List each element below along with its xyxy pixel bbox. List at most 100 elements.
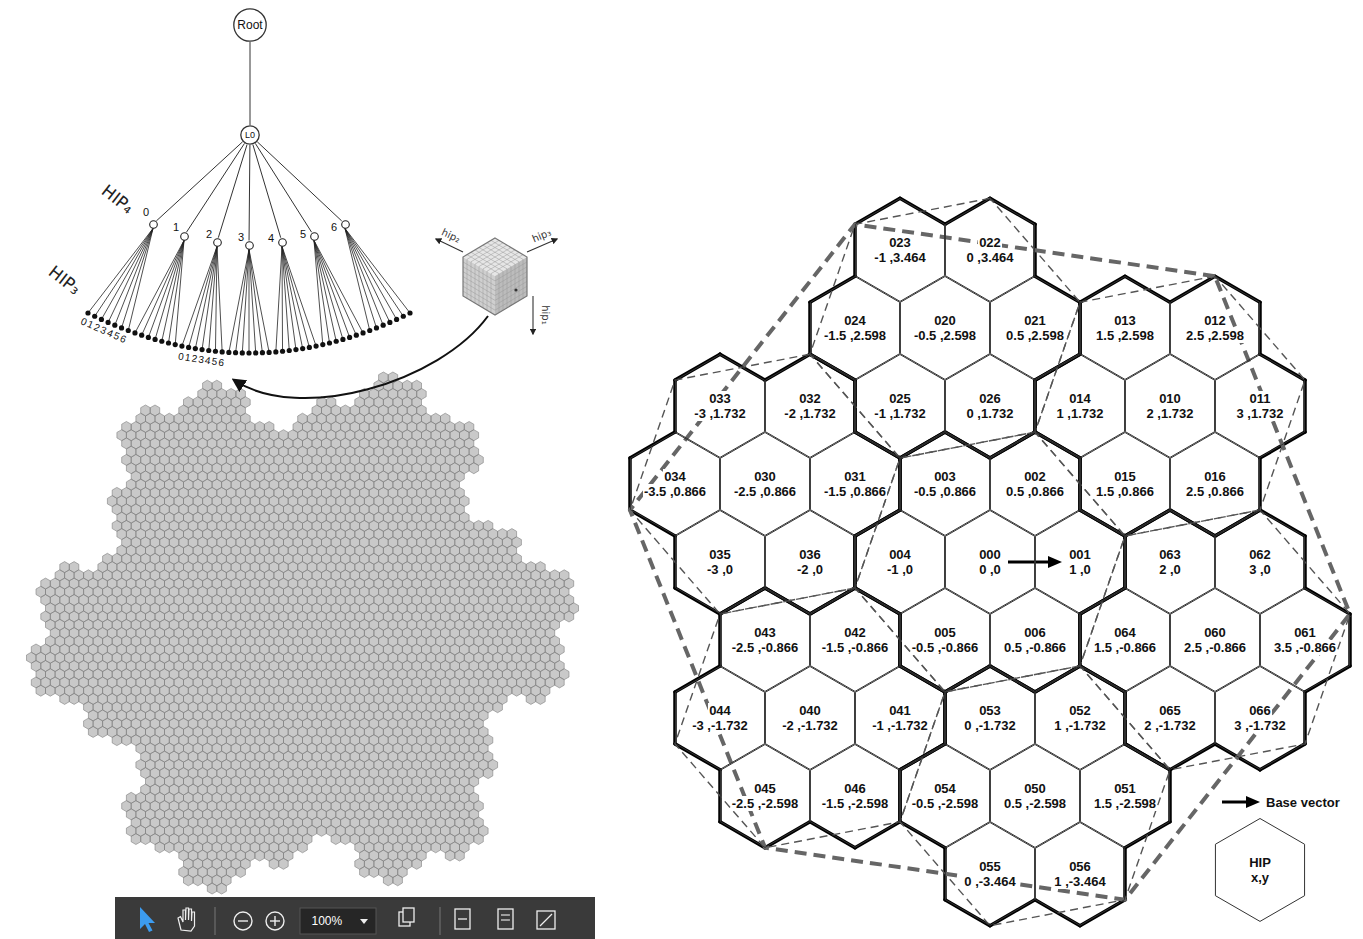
hex-cell: 054-0.5 ,-2.598 xyxy=(900,744,990,848)
cube-grid-line xyxy=(483,250,515,269)
base-vector-head xyxy=(1048,556,1062,568)
leaf-dot xyxy=(347,335,352,340)
hip-address: 020 xyxy=(933,313,957,328)
leaf-dot xyxy=(360,330,365,335)
leaf-dot xyxy=(273,349,278,354)
cube-grid-line xyxy=(495,286,527,305)
leaf-dot xyxy=(166,340,171,345)
fan-line xyxy=(195,247,217,349)
hip-address: 003 xyxy=(933,469,957,484)
leaf-dot xyxy=(246,350,251,355)
hip-address: 046 xyxy=(843,781,867,796)
node-outline xyxy=(341,220,350,229)
hip-coordinates: 3.5 ,-0.866 xyxy=(1273,640,1337,655)
fan-line xyxy=(128,229,153,331)
node-outline xyxy=(278,238,287,247)
hex-outline xyxy=(855,199,944,302)
page-icon xyxy=(501,919,510,920)
hip-coordinates: 1 ,1.732 xyxy=(1056,406,1105,421)
hip-coordinates: 1 ,-3.464 xyxy=(1053,874,1106,889)
child-number: 3 xyxy=(238,232,244,243)
hip-address: 040 xyxy=(798,703,822,718)
hex-outline xyxy=(765,666,854,769)
leaf-dot xyxy=(85,310,90,315)
hex-outline xyxy=(900,433,989,536)
hip-coordinates: -3.5 ,0.866 xyxy=(643,484,707,499)
cube-grid-line xyxy=(495,291,527,310)
hex-cell: 005-0.5 ,-0.866 xyxy=(900,588,990,692)
hex-outline xyxy=(1080,277,1169,380)
hex-outline xyxy=(765,355,854,458)
fan-line xyxy=(345,229,376,328)
hex-cell: 003-0.5 ,0.866 xyxy=(900,432,990,536)
hex-outline xyxy=(720,433,809,536)
digit-row: 0123456 xyxy=(79,316,129,345)
leaf-dot xyxy=(132,330,137,335)
hex-outline xyxy=(855,355,944,458)
child-number: 2 xyxy=(206,229,212,240)
hex-cell: 043-2.5 ,-0.866 xyxy=(720,588,810,692)
hex-cell: 030-2.5 ,0.866 xyxy=(720,432,810,536)
fan-line xyxy=(217,247,222,352)
hip-address: 006 xyxy=(1023,625,1047,640)
cube-grid-line xyxy=(463,286,495,305)
hip-address: 026 xyxy=(978,391,1002,406)
fan-line xyxy=(314,241,350,338)
tree-edge xyxy=(257,142,341,221)
tree-edge-line xyxy=(156,142,242,221)
leaf-dot xyxy=(106,320,111,325)
hex-cell: 0632 ,0 xyxy=(1125,510,1215,614)
hip-coordinates: -2.5 ,-2.598 xyxy=(731,796,800,811)
hip-address: 021 xyxy=(1023,313,1047,328)
tree-edge xyxy=(253,145,281,238)
fan-line xyxy=(88,229,153,314)
cube-grid-line xyxy=(479,248,511,267)
leaf-dot xyxy=(313,343,318,348)
leaf-dot xyxy=(233,350,238,355)
leaf-dot xyxy=(401,314,406,319)
hip-address: 012 xyxy=(1203,313,1227,328)
hip-address: 025 xyxy=(888,391,912,406)
tree-edge-line xyxy=(218,145,247,238)
hip-address: 043 xyxy=(753,625,777,640)
hex-outline xyxy=(720,744,809,847)
hex-cell: 020-0.5 ,2.598 xyxy=(900,276,990,380)
fan-line xyxy=(229,250,249,353)
hex-cell: 0521 ,-1.732 xyxy=(1035,666,1125,770)
hex-outline xyxy=(990,744,1079,847)
hip-coordinates: 0 ,3.464 xyxy=(966,250,1015,265)
cube-grid-line xyxy=(483,269,484,308)
fan-line xyxy=(101,229,153,320)
hip-address: 034 xyxy=(663,469,687,484)
dashed-hexagon xyxy=(1080,510,1350,770)
cursor-icon xyxy=(140,907,155,932)
hip-coordinates: -0.5 ,-0.866 xyxy=(911,640,980,655)
hip-address: 065 xyxy=(1158,703,1182,718)
cube-grid-line xyxy=(463,291,495,310)
leaf-dot xyxy=(287,348,292,353)
node-outline xyxy=(310,232,319,241)
cube-grid-line xyxy=(495,277,527,296)
hip-coordinates: 2 ,-1.732 xyxy=(1143,718,1196,733)
leaf-dot xyxy=(199,347,204,352)
hex-outline xyxy=(1260,588,1349,691)
hip-coordinates: -1 ,0 xyxy=(886,562,914,577)
hex-cell: 034-3.5 ,0.866 xyxy=(630,432,720,536)
leaf-dot xyxy=(226,350,231,355)
hip-coordinates: 3 ,-1.732 xyxy=(1233,718,1286,733)
level-label: HIP₄ xyxy=(98,182,136,217)
hex-outline xyxy=(990,277,1079,380)
cube-grid-line xyxy=(487,252,519,271)
hex-outline xyxy=(900,744,989,847)
cube-grid-line xyxy=(463,281,495,300)
hip-coordinates: 0 ,0 xyxy=(978,562,1002,577)
hip-coordinates: 2.5 ,2.598 xyxy=(1185,328,1245,343)
legend-arrow-head xyxy=(1246,796,1260,808)
hip-address: 061 xyxy=(1293,625,1317,640)
hex-outline xyxy=(675,355,764,458)
fan-line xyxy=(115,229,153,326)
hex-cell: 0210.5 ,2.598 xyxy=(990,276,1080,380)
dashed-hexagons xyxy=(630,198,1350,925)
hip-coordinates: -1.5 ,-0.866 xyxy=(821,640,890,655)
hex-cell: 0113 ,1.732 xyxy=(1215,354,1305,458)
